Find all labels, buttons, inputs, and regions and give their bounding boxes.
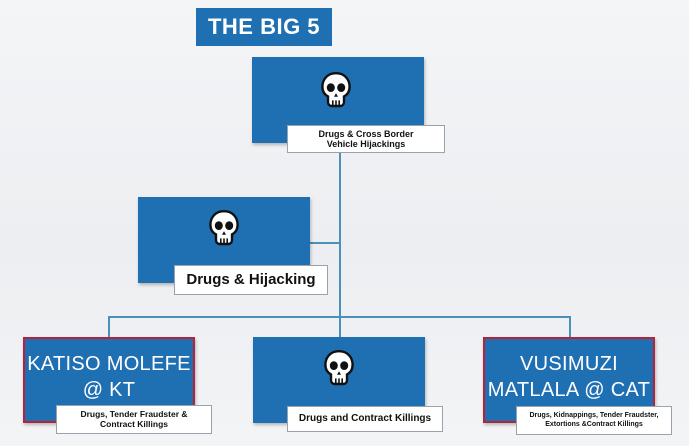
node-bottom-right-label: Drugs, Kidnappings, Tender Fraudster, Ex… <box>516 406 672 435</box>
skull-icon <box>209 209 239 246</box>
skull-icon <box>324 349 354 386</box>
node-bottom-right-label-line1: Drugs, Kidnappings, Tender Fraudster, <box>529 412 659 420</box>
node-bottom-left-label-line1: Drugs, Tender Fraudster & <box>80 408 188 419</box>
node-top-label: Drugs & Cross Border Vehicle Hijackings <box>287 125 445 153</box>
node-bottom-right-name-line1: VUSIMUZI <box>520 353 618 375</box>
node-bottom-left-name-line2: @ KT <box>82 379 136 401</box>
node-bottom-left-label: Drugs, Tender Fraudster & Contract Killi… <box>56 405 212 434</box>
skull-icon <box>321 71 351 108</box>
connector-top-vertical <box>339 152 341 317</box>
node-bottom-right-label-line2: Extortions &Contract Killings <box>545 420 643 428</box>
connector-center-drop <box>339 316 341 338</box>
connector-right-drop <box>569 316 571 338</box>
node-top-label-line2: Vehicle Hijackings <box>326 139 406 149</box>
page-title: THE BIG 5 <box>196 8 332 46</box>
connector-left-drop <box>108 316 110 338</box>
node-bottom-left-label-line2: Contract Killings <box>99 418 168 429</box>
connector-middle-branch <box>310 242 341 244</box>
node-middle-label: Drugs & Hijacking <box>174 265 328 295</box>
node-bottom-right-name-line2: MATLALA @ CAT <box>487 379 651 401</box>
node-bottom-left-name-line1: KATISO MOLEFE <box>27 353 191 375</box>
node-top-label-line1: Drugs & Cross Border <box>318 128 414 139</box>
node-bottom-center-label: Drugs and Contract Killings <box>287 406 443 432</box>
